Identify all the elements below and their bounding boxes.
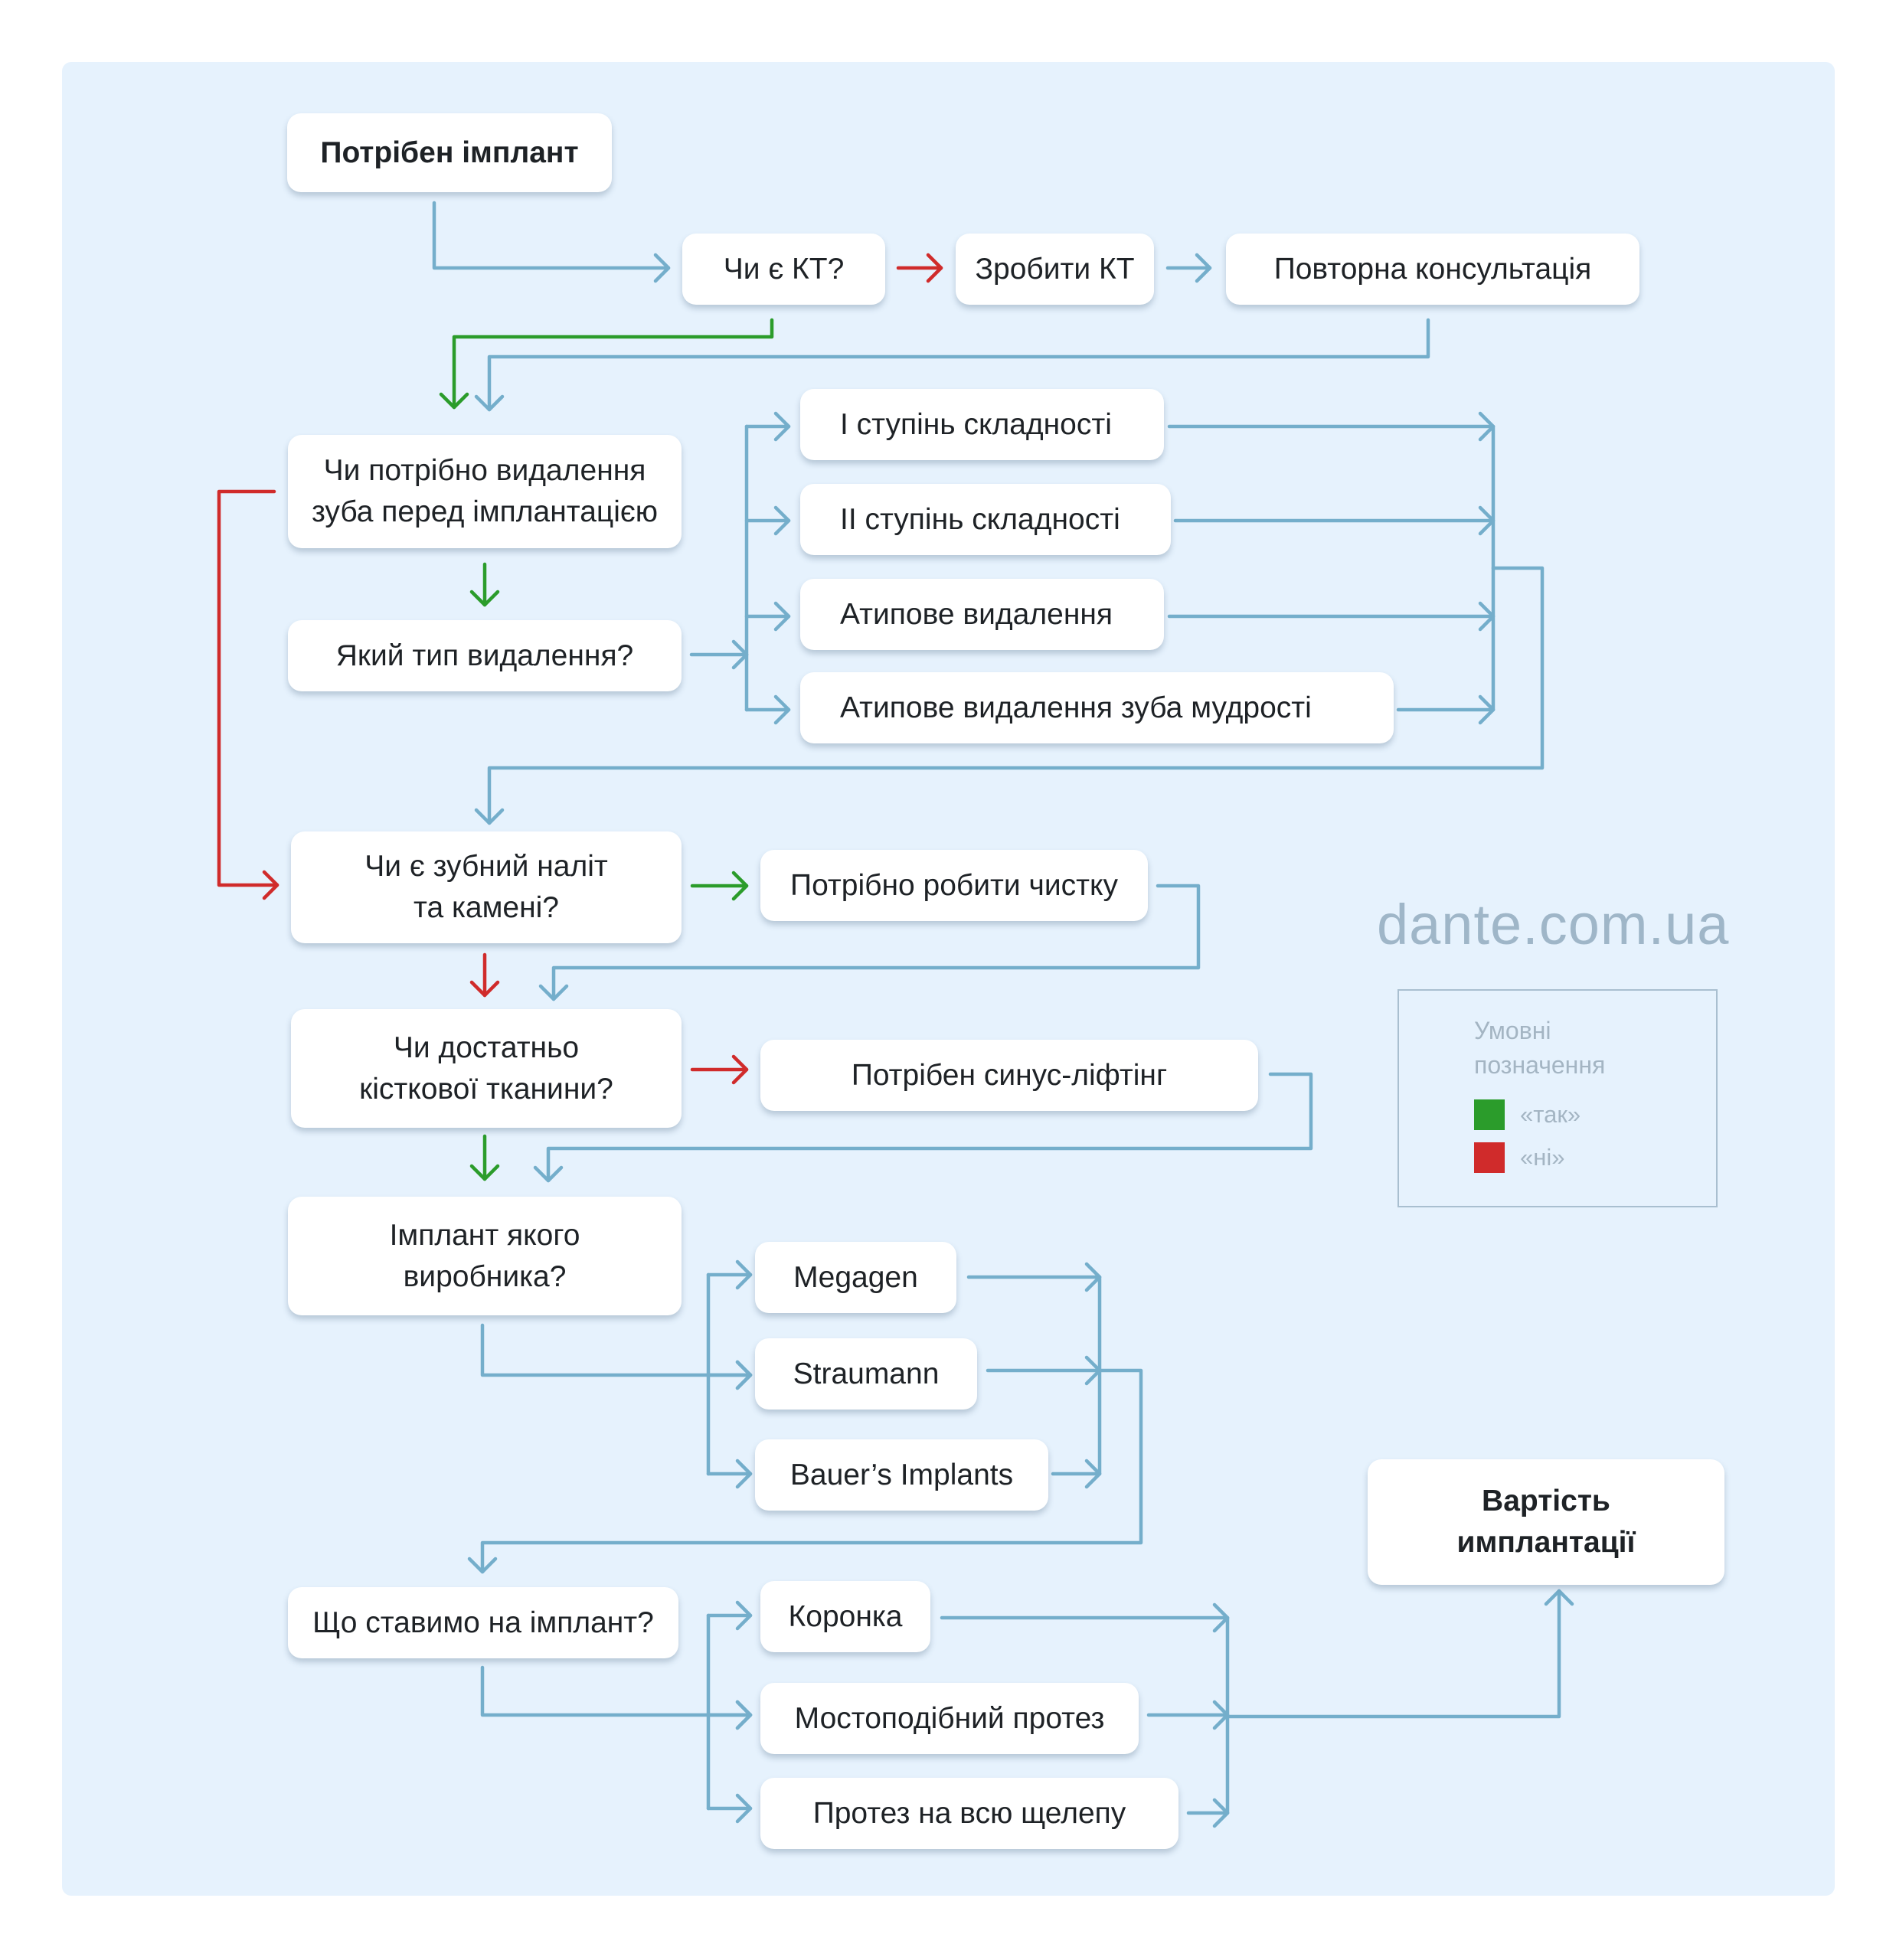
wire-extraction-yes-head: [469, 590, 500, 607]
wire-bone-yes-head: [469, 1164, 500, 1181]
wire-to-wisdom-head: [773, 694, 791, 725]
legend-item-no: «ні»: [1474, 1142, 1565, 1173]
wire-extraction-no: [217, 489, 279, 887]
node-bridge: Мостоподібний протез: [760, 1683, 1139, 1754]
legend-title: Умовні позначення: [1474, 1017, 1606, 1079]
legend-label-yes: «так»: [1520, 1101, 1581, 1128]
wire-to-bridge-head: [735, 1700, 753, 1730]
node-repeat-consultation: Повторна консультація: [1226, 234, 1639, 305]
wire-to-complexity-2-head: [773, 505, 791, 536]
node-bauers: Bauer’s Implants: [755, 1439, 1048, 1511]
wire-start-to-ct: [432, 201, 671, 270]
wire-plaque-no-head: [469, 980, 500, 998]
node-plaque-tartar: Чи є зубний наліт та камені?: [291, 831, 682, 943]
node-complexity-1: І ступінь складності: [800, 389, 1164, 460]
wire-to-atypical-head: [773, 601, 791, 632]
node-need-sinus-lift: Потрібен синус-ліфтінг: [760, 1040, 1258, 1111]
wire-to-cost: [1225, 1589, 1561, 1719]
wire-manufacturer-back-head: [467, 1557, 498, 1574]
wire-cleaning-back: [551, 884, 1201, 1001]
wire-consult-back: [487, 318, 1430, 412]
wire-consult-back-head: [474, 394, 505, 412]
wire-sinus-back: [546, 1072, 1313, 1183]
legend-swatch-no: [1474, 1142, 1505, 1173]
wire-extraction-no-head: [262, 870, 279, 900]
legend: Умовні позначення «так» «ні»: [1397, 989, 1718, 1207]
node-complexity-2: ІІ ступінь складності: [800, 484, 1171, 555]
watermark: dante.com.ua: [1377, 893, 1730, 956]
legend-label-no: «ні»: [1520, 1144, 1565, 1171]
wire-ct-yes-head: [439, 392, 469, 410]
node-implant-manufacturer: Імплант якого виробника?: [288, 1197, 682, 1315]
wire-plaque-yes-head: [731, 871, 749, 901]
wire-to-fulljaw-head: [735, 1793, 753, 1824]
wire-bone-no-head: [731, 1054, 749, 1085]
wire-ct-no-head: [926, 253, 943, 283]
node-cost: Вартість имплантації: [1368, 1459, 1724, 1585]
node-straumann: Straumann: [755, 1338, 977, 1410]
wire-what-to-options: [480, 1665, 753, 1717]
node-crown: Коронка: [760, 1581, 930, 1652]
wire-manufacturer-to-options: [480, 1323, 753, 1377]
wire-cleaning-back-head: [538, 984, 569, 1001]
node-need-extraction: Чи потрібно видалення зуба перед імплант…: [288, 435, 682, 548]
node-full-jaw: Протез на всю щелепу: [760, 1778, 1178, 1849]
wire-makect-to-consult-head: [1195, 253, 1212, 283]
wire-to-megagen-head: [735, 1259, 753, 1290]
wire-to-complexity-1-head: [773, 411, 791, 442]
legend-item-yes: «так»: [1474, 1099, 1581, 1130]
node-atypical-extraction: Атипове видалення: [800, 579, 1164, 650]
node-extraction-type: Який тип видалення?: [288, 620, 682, 691]
node-what-on-implant: Що ставимо на імплант?: [288, 1587, 678, 1658]
wire-sinus-back-head: [533, 1165, 564, 1183]
wire-options-back-head: [474, 808, 505, 825]
node-enough-bone: Чи достатньо кісткової тканини?: [291, 1009, 682, 1128]
node-need-cleaning: Потрібно робити чистку: [760, 850, 1148, 921]
wire-start-to-ct-head: [653, 253, 671, 283]
wire-options-back: [487, 566, 1545, 825]
wire-manufacturer-back: [480, 1368, 1143, 1574]
node-need-implant: Потрібен імплант: [287, 113, 612, 192]
node-megagen: Megagen: [755, 1242, 956, 1313]
wire-to-cost-head: [1544, 1589, 1574, 1606]
wire-to-bauers-head: [735, 1459, 753, 1489]
node-make-ct: Зробити КТ: [956, 234, 1154, 305]
wire-to-straumann-head: [735, 1360, 753, 1390]
wire-to-crown-head: [735, 1600, 753, 1631]
legend-swatch-yes: [1474, 1099, 1505, 1130]
node-has-ct: Чи є КТ?: [682, 234, 885, 305]
node-atypical-wisdom: Атипове видалення зуба мудрості: [800, 672, 1394, 743]
wire-ct-yes: [452, 318, 774, 410]
